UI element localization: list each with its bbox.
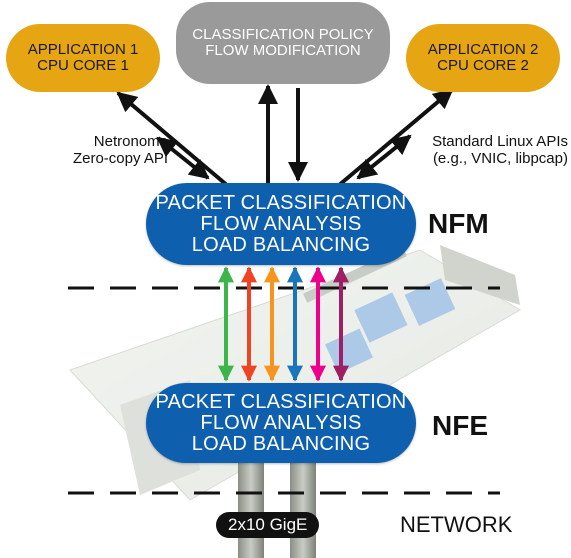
nfe-load-balancing: LOAD BALANCING: [191, 432, 371, 455]
application-1-title: APPLICATION 1: [27, 41, 139, 59]
arrow-api-app1: [156, 136, 210, 180]
application-1-node: APPLICATION 1 CPU CORE 1: [6, 24, 160, 92]
nfe-packet-classification: PACKET CLASSIFICATION: [155, 390, 407, 413]
network-cable-1: [238, 455, 264, 558]
classification-policy-node: CLASSIFICATION POLICY FLOW MODIFICATION: [176, 2, 390, 84]
network-label: NETWORK: [400, 512, 513, 537]
linux-api-label: Standard Linux APIs (e.g., VNIC, libpcap…: [400, 133, 568, 167]
nfm-label: NFM: [428, 208, 489, 239]
netronome-api-line2: Zero-copy API: [72, 149, 168, 167]
flow-arrows: [218, 266, 349, 382]
nfm-processing-box: PACKET CLASSIFICATION FLOW ANALYSIS LOAD…: [146, 183, 416, 265]
network-cable-2: [290, 455, 316, 558]
application-2-core: CPU CORE 2: [437, 57, 529, 74]
arrow-api-app2: [356, 134, 412, 180]
linux-api-line2: (e.g., VNIC, libpcap): [432, 149, 568, 167]
flow-modification-title: FLOW MODIFICATION: [205, 42, 361, 59]
classification-policy-title: CLASSIFICATION POLICY: [192, 26, 374, 44]
nfe-flow-analysis: FLOW ANALYSIS: [200, 411, 362, 434]
application-2-title: APPLICATION 2: [427, 41, 539, 59]
link-speed-badge: 2x10 GigE: [216, 512, 320, 538]
application-2-node: APPLICATION 2 CPU CORE 2: [406, 24, 560, 92]
nfm-load-balancing: LOAD BALANCING: [191, 233, 371, 256]
nfm-flow-analysis: FLOW ANALYSIS: [200, 212, 362, 235]
application-1-core: CPU CORE 1: [37, 57, 129, 74]
netronome-api-line1: Netronome: [93, 133, 168, 150]
nfe-label: NFE: [432, 410, 488, 441]
nfm-packet-classification: PACKET CLASSIFICATION: [155, 191, 407, 214]
netronome-api-label: Netronome Zero-copy API: [38, 133, 168, 167]
nfe-processing-box: PACKET CLASSIFICATION FLOW ANALYSIS LOAD…: [146, 383, 416, 463]
linux-api-line1: Standard Linux APIs: [432, 133, 568, 150]
